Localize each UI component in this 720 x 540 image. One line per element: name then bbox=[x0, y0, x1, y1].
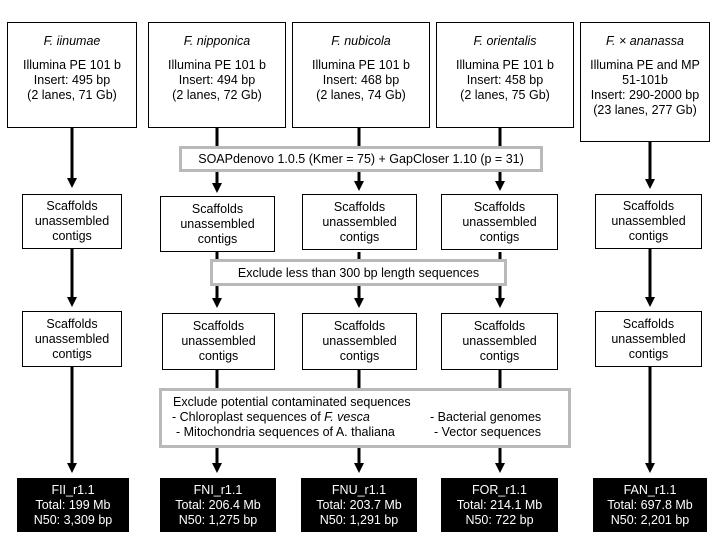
output-n50: N50: 2,201 bp bbox=[610, 512, 690, 527]
scaffold-box-nipponica-1: Scaffolds unassembled contigs bbox=[160, 196, 275, 252]
scaffold-line: Scaffolds bbox=[473, 199, 526, 214]
output-name: FNU_r1.1 bbox=[331, 482, 387, 497]
input-line: Insert: 458 bp bbox=[466, 73, 544, 87]
output-n50: N50: 1,291 bp bbox=[319, 512, 399, 527]
scaffold-line: unassembled bbox=[34, 331, 110, 346]
scaffold-line: Scaffolds bbox=[473, 319, 526, 333]
contamination-step-box: Exclude potential contaminated sequences… bbox=[159, 388, 571, 448]
input-box-nipponica: F. nipponica Illumina PE 101 b Insert: 4… bbox=[148, 22, 286, 128]
scaffold-line: contigs bbox=[339, 349, 380, 363]
input-line: Insert: 494 bp bbox=[178, 73, 256, 87]
output-name: FAN_r1.1 bbox=[623, 482, 677, 497]
scaffold-line: Scaffolds bbox=[622, 199, 675, 213]
species-label: F. × ananassa bbox=[606, 34, 684, 48]
output-total: Total: 697.8 Mb bbox=[607, 497, 693, 512]
assembly-step-box: SOAPdenovo 1.0.5 (Kmer = 75) + GapCloser… bbox=[179, 146, 543, 172]
input-line: Insert: 495 bp bbox=[33, 73, 111, 87]
scaffold-box-nipponica-2: Scaffolds unassembled contigs bbox=[162, 313, 275, 370]
species-vesca: F. vesca bbox=[324, 410, 370, 424]
scaffold-box-nubicola-1: Scaffolds unassembled contigs bbox=[302, 194, 417, 250]
scaffold-line: contigs bbox=[197, 231, 238, 246]
input-line: Illumina PE and MP bbox=[590, 58, 700, 72]
scaffold-line: contigs bbox=[479, 349, 520, 363]
contamination-item-chloroplast: - Chloroplast sequences of F. vesca bbox=[172, 410, 370, 424]
output-box-for: FOR_r1.1 Total: 214.1 Mb N50: 722 bp bbox=[441, 478, 558, 532]
output-name: FOR_r1.1 bbox=[472, 482, 527, 497]
input-line: Illumina PE 101 b bbox=[456, 58, 554, 72]
contamination-item-mitochondria: - Mitochondria sequences of A. thaliana bbox=[176, 425, 395, 439]
input-line: (2 lanes, 71 Gb) bbox=[27, 88, 117, 102]
input-box-ananassa: F. × ananassa Illumina PE and MP 51-101b… bbox=[580, 22, 710, 142]
species-label: F. nipponica bbox=[183, 34, 251, 48]
scaffold-line: Scaffolds bbox=[622, 316, 675, 331]
species-label: F. iinumae bbox=[43, 34, 101, 48]
input-box-orientalis: F. orientalis Illumina PE 101 b Insert: … bbox=[436, 22, 574, 128]
scaffold-line: contigs bbox=[479, 229, 520, 244]
scaffold-line: unassembled bbox=[322, 334, 397, 348]
scaffold-line: unassembled bbox=[322, 214, 397, 229]
output-name: FII_r1.1 bbox=[51, 482, 95, 497]
scaffold-box-ananassa-1: Scaffolds unassembled contigs bbox=[595, 194, 702, 249]
input-line: Illumina PE 101 b bbox=[168, 58, 266, 72]
input-box-iinumae: F. iinumae Illumina PE 101 b Insert: 495… bbox=[7, 22, 137, 128]
output-box-fii: FII_r1.1 Total: 199 Mb N50: 3,309 bp bbox=[17, 478, 129, 532]
filter-step-box: Exclude less than 300 bp length sequence… bbox=[210, 259, 507, 286]
scaffold-box-iinumae-1: Scaffolds unassembled contigs bbox=[22, 194, 122, 249]
input-box-nubicola: F. nubicola Illumina PE 101 b Insert: 46… bbox=[292, 22, 430, 128]
scaffold-box-iinumae-2: Scaffolds unassembled contigs bbox=[22, 311, 122, 367]
output-name: FNI_r1.1 bbox=[193, 482, 243, 497]
output-box-fnu: FNU_r1.1 Total: 203.7 Mb N50: 1,291 bp bbox=[301, 478, 417, 532]
scaffold-line: Scaffolds bbox=[191, 201, 244, 216]
scaffold-box-nubicola-2: Scaffolds unassembled contigs bbox=[302, 313, 417, 370]
scaffold-line: unassembled bbox=[462, 214, 537, 229]
output-n50: N50: 3,309 bp bbox=[33, 512, 113, 527]
output-box-fan: FAN_r1.1 Total: 697.8 Mb N50: 2,201 bp bbox=[593, 478, 707, 532]
contamination-item-vector: - Vector sequences bbox=[434, 425, 542, 439]
assembly-step-text: SOAPdenovo 1.0.5 (Kmer = 75) + GapCloser… bbox=[198, 152, 524, 166]
scaffold-line: unassembled bbox=[180, 216, 255, 231]
output-box-fni: FNI_r1.1 Total: 206.4 Mb N50: 1,275 bp bbox=[160, 478, 276, 532]
scaffold-line: unassembled bbox=[611, 331, 686, 346]
output-total: Total: 199 Mb bbox=[35, 497, 111, 512]
scaffold-box-orientalis-1: Scaffolds unassembled contigs bbox=[441, 194, 558, 250]
input-line: (2 lanes, 75 Gb) bbox=[460, 88, 550, 102]
scaffold-line: contigs bbox=[52, 346, 92, 361]
scaffold-line: unassembled bbox=[34, 214, 110, 228]
scaffold-line: Scaffolds bbox=[46, 316, 98, 331]
output-n50: N50: 722 bp bbox=[465, 512, 534, 527]
input-line: (2 lanes, 74 Gb) bbox=[316, 88, 406, 102]
species-label: F. orientalis bbox=[473, 34, 537, 48]
scaffold-line: Scaffolds bbox=[46, 199, 98, 213]
scaffold-line: Scaffolds bbox=[333, 319, 386, 333]
input-line: (2 lanes, 72 Gb) bbox=[172, 88, 262, 102]
scaffold-line: unassembled bbox=[462, 334, 537, 348]
scaffold-line: Scaffolds bbox=[192, 319, 245, 333]
scaffold-line: Scaffolds bbox=[333, 199, 386, 214]
scaffold-line: contigs bbox=[628, 346, 669, 361]
scaffold-line: contigs bbox=[198, 349, 239, 363]
input-line: (23 lanes, 277 Gb) bbox=[593, 103, 697, 117]
scaffold-box-ananassa-2: Scaffolds unassembled contigs bbox=[595, 311, 702, 367]
scaffold-line: unassembled bbox=[181, 334, 256, 348]
output-total: Total: 214.1 Mb bbox=[456, 497, 543, 512]
scaffold-line: contigs bbox=[52, 229, 92, 243]
filter-step-text: Exclude less than 300 bp length sequence… bbox=[237, 266, 480, 280]
input-line: Illumina PE 101 b bbox=[23, 58, 121, 72]
output-n50: N50: 1,275 bp bbox=[178, 512, 258, 527]
scaffold-line: unassembled bbox=[611, 214, 686, 228]
scaffold-box-orientalis-2: Scaffolds unassembled contigs bbox=[441, 313, 558, 370]
input-line: Insert: 290-2000 bp bbox=[590, 88, 700, 102]
contamination-title: Exclude potential contaminated sequences bbox=[173, 395, 411, 409]
input-line: 51-101b bbox=[622, 73, 668, 87]
scaffold-line: contigs bbox=[628, 229, 669, 243]
output-total: Total: 206.4 Mb bbox=[175, 497, 261, 512]
species-label: F. nubicola bbox=[331, 34, 391, 48]
scaffold-line: contigs bbox=[339, 229, 380, 244]
input-line: Insert: 468 bp bbox=[322, 73, 400, 87]
output-total: Total: 203.7 Mb bbox=[316, 497, 402, 512]
input-line: Illumina PE 101 b bbox=[312, 58, 410, 72]
contamination-item-bacterial: - Bacterial genomes bbox=[430, 410, 542, 424]
